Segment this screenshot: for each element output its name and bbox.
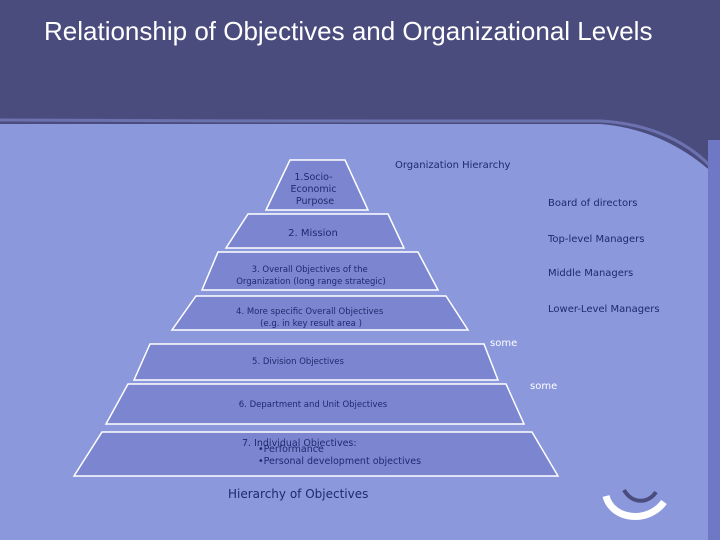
header-band <box>0 0 720 180</box>
level-7-line-1: 7. Individual Objectives: <box>242 438 357 449</box>
level-3-line-1: 3. Overall Objectives of the <box>252 265 368 275</box>
level-1-label: 1.Socio- Economic Purpose <box>290 172 339 207</box>
diagram-caption: Hierarchy of Objectives <box>228 487 368 501</box>
pyramid-tier-4 <box>170 295 470 331</box>
manager-label-lower-level: Lower-Level Managers <box>548 304 660 315</box>
level-7-line-3: •Personal development objectives <box>258 456 421 467</box>
level-4-line-2: (e.g. in key result area ) <box>260 319 362 329</box>
manager-label-top-level: Top-level Managers <box>547 234 644 245</box>
level-3-label: 3. Overall Objectives of the Organizatio… <box>236 265 386 287</box>
level-7-label: 7. Individual Objectives: •Performance •… <box>242 438 421 467</box>
pyramid-tier-7 <box>72 431 560 477</box>
level-2-label: 2. Mission <box>288 228 338 239</box>
bottom-right-decoration-inner <box>622 488 658 503</box>
level-1-line-3: Purpose <box>296 196 334 207</box>
header-curve-accent <box>0 118 720 179</box>
bottom-right-decoration <box>602 494 667 520</box>
level-3-line-2: Organization (long range strategic) <box>236 277 386 287</box>
manager-label-some-2: some <box>530 381 557 392</box>
pyramid-tier-6 <box>104 383 526 425</box>
level-4-label: 4. More specific Overall Objectives (e.g… <box>236 307 386 329</box>
pyramid-tier-2 <box>224 213 406 249</box>
level-5-label: 5. Division Objectives <box>252 357 344 367</box>
pyramid <box>72 159 560 477</box>
level-6-line-1: 6. Department and Unit Objectives <box>239 400 388 410</box>
right-edge-strip <box>708 140 720 540</box>
pyramid-tier-3 <box>200 251 440 291</box>
manager-label-middle: Middle Managers <box>548 268 633 279</box>
level-5-line-1: 5. Division Objectives <box>252 357 344 367</box>
level-6-label: 6. Department and Unit Objectives <box>239 400 388 410</box>
pyramid-tier-5 <box>132 343 500 381</box>
level-2-line-1: 2. Mission <box>288 228 338 239</box>
slide-title: Relationship of Objectives and Organizat… <box>44 16 653 46</box>
level-4-line-1: 4. More specific Overall Objectives <box>236 307 384 317</box>
manager-label-some-1: some <box>490 338 517 349</box>
org-hierarchy-heading: Organization Hierarchy <box>395 160 511 171</box>
level-7-line-2: •Performance <box>258 444 324 455</box>
pyramid-tier-1 <box>264 159 370 211</box>
level-1-line-2: Economic <box>290 184 336 195</box>
level-1-line-1: 1.Socio- <box>294 172 332 183</box>
manager-label-board: Board of directors <box>548 198 637 209</box>
